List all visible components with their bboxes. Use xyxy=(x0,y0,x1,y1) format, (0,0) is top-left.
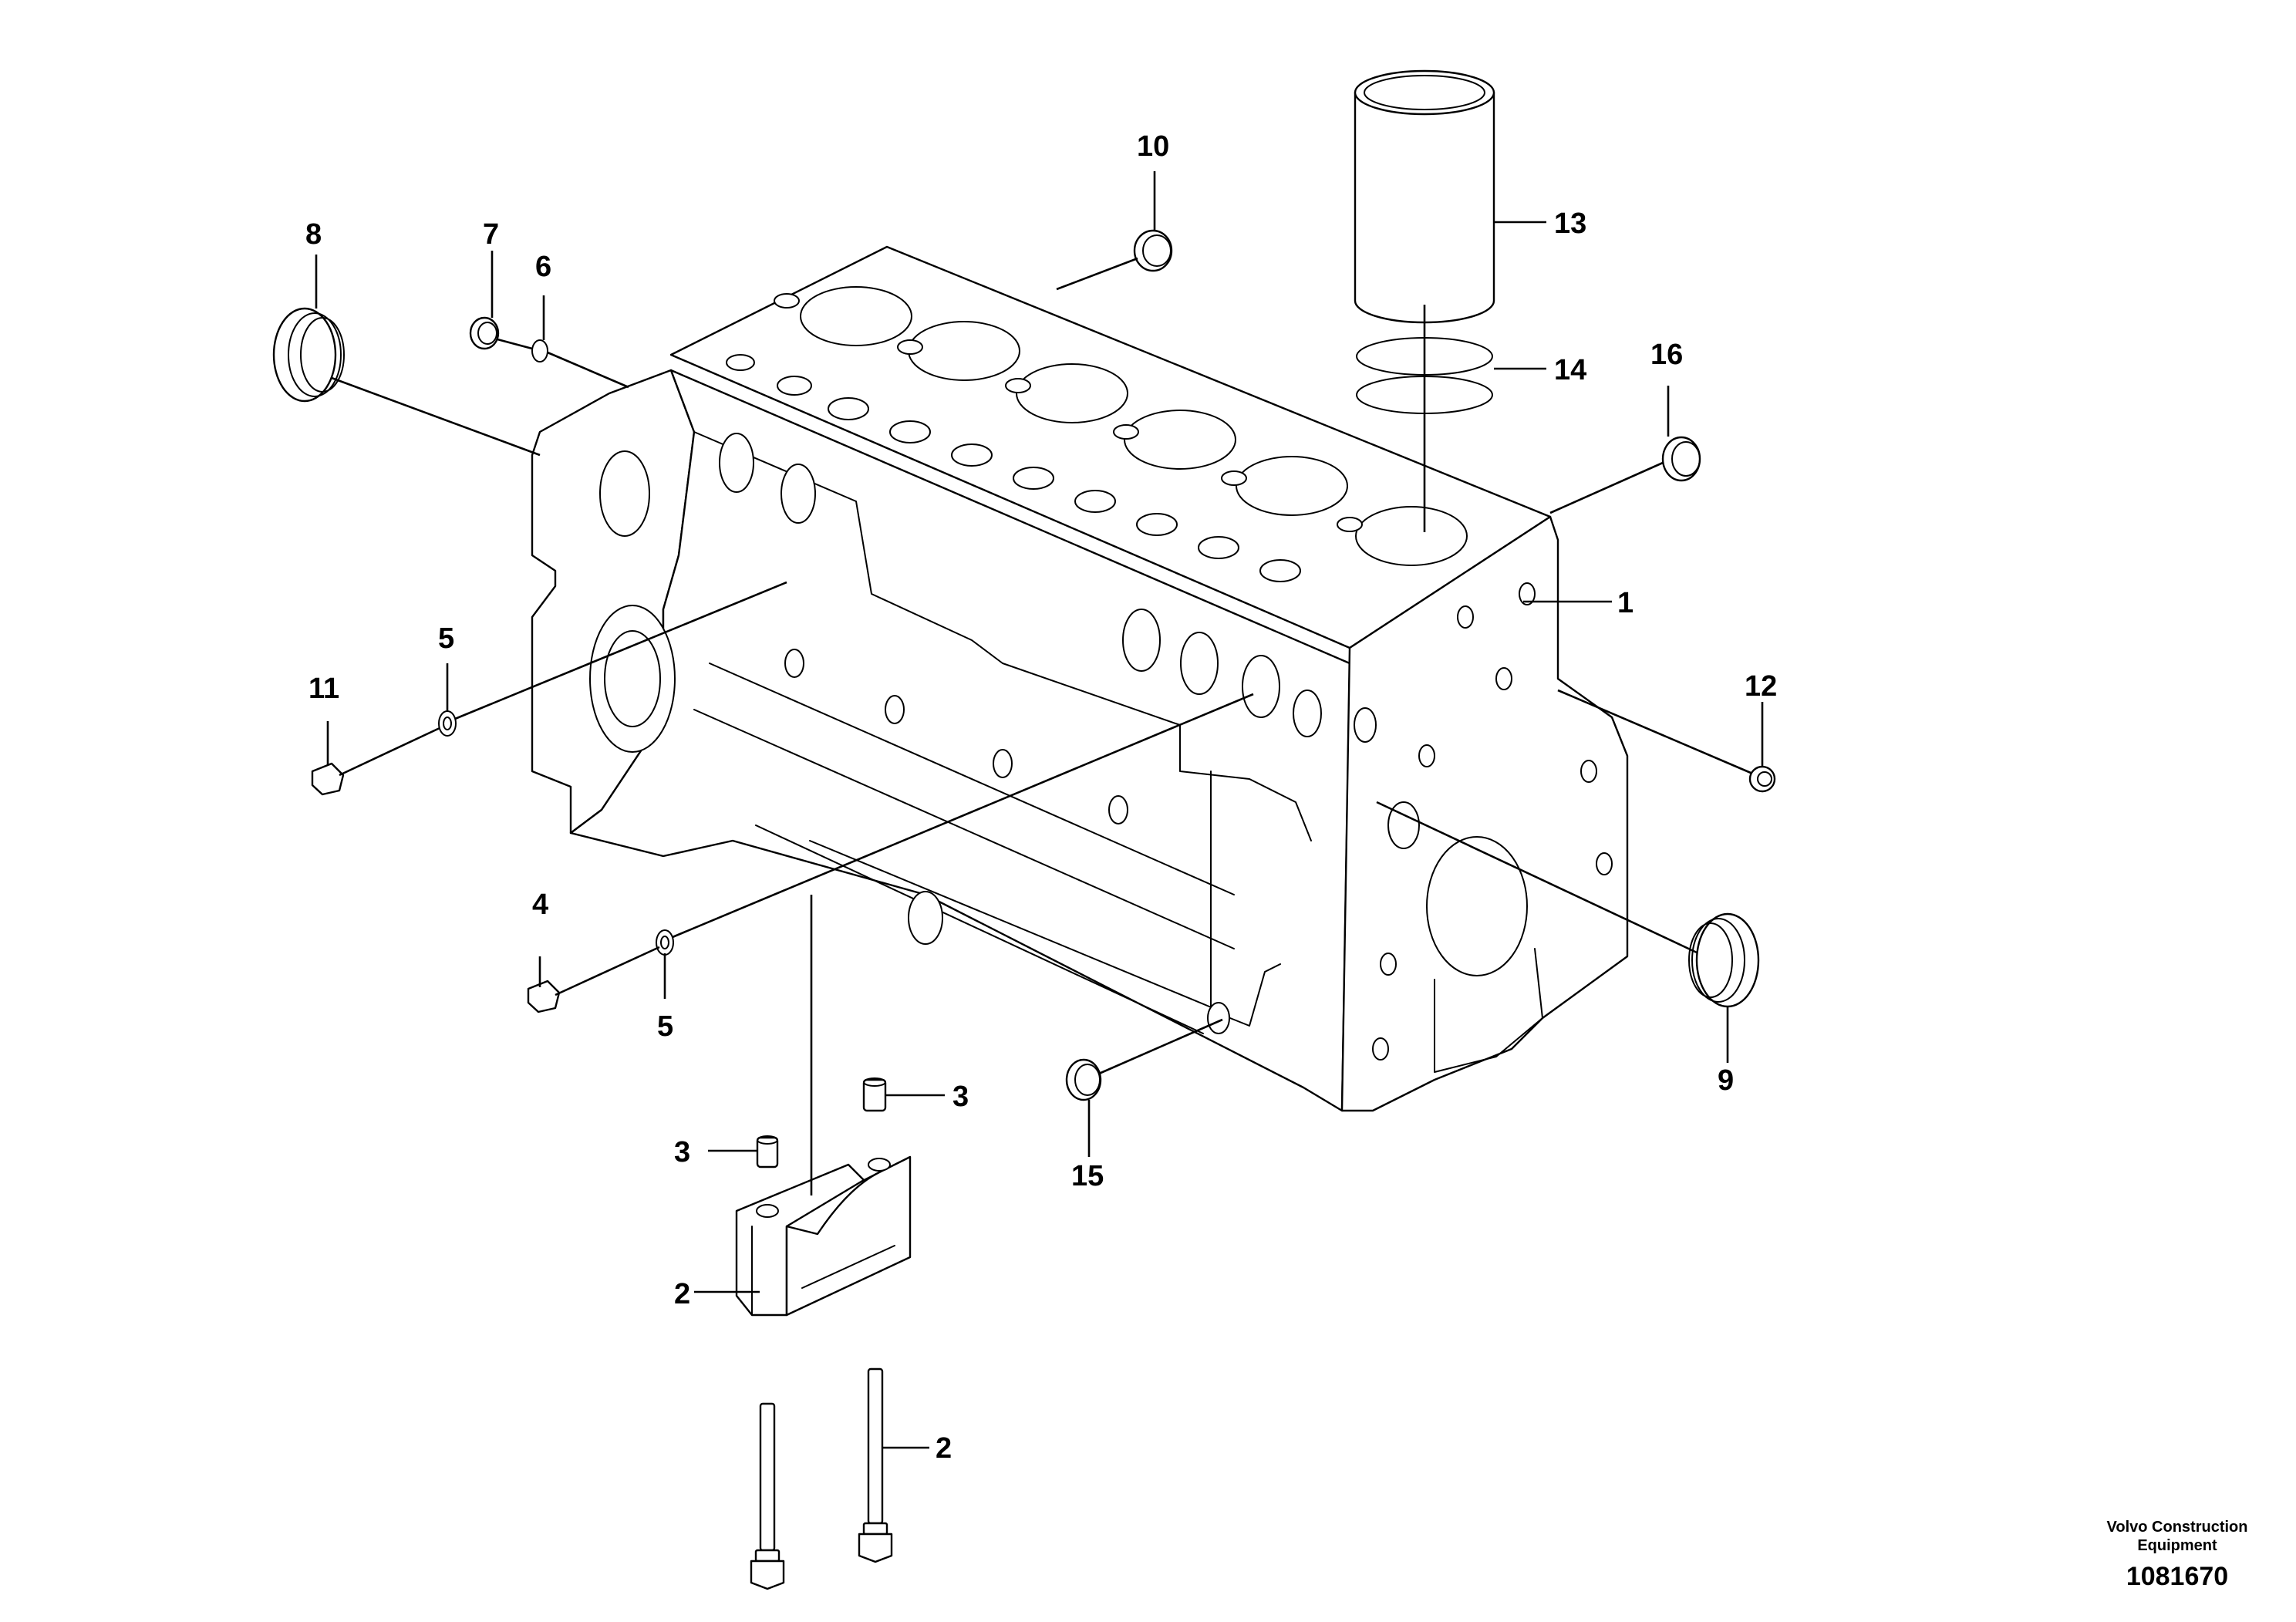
brand-line-2: Equipment xyxy=(2137,1537,2217,1554)
callout-2-right: 2 xyxy=(936,1432,952,1465)
washer-5-upper xyxy=(438,710,457,737)
core-plug-10 xyxy=(1133,229,1173,272)
cylinder-block xyxy=(531,245,1629,1112)
callout-7: 7 xyxy=(483,218,499,251)
core-plug-15 xyxy=(1065,1058,1102,1101)
callout-4: 4 xyxy=(532,889,548,921)
callout-5-upper: 5 xyxy=(438,622,454,655)
plug-4 xyxy=(527,980,561,1013)
bolt-2-right xyxy=(858,1367,893,1563)
leader-lines xyxy=(315,171,1764,1449)
dowel-3-left xyxy=(756,1135,779,1168)
washer-6 xyxy=(531,339,548,363)
callout-13: 13 xyxy=(1554,207,1586,240)
callout-8: 8 xyxy=(305,218,322,251)
callout-labels: 1 2 2 3 3 4 5 5 6 7 8 9 10 11 12 13 14 1… xyxy=(305,130,1777,1465)
plug-7 xyxy=(469,316,500,350)
brand-line-1: Volvo Construction xyxy=(2107,1519,2248,1536)
main-bearing-cap xyxy=(735,1155,912,1317)
dowel-3-right xyxy=(862,1077,887,1112)
callout-12: 12 xyxy=(1745,670,1777,703)
callout-14: 14 xyxy=(1554,354,1586,386)
callout-11: 11 xyxy=(308,673,339,705)
callout-9: 9 xyxy=(1718,1064,1734,1097)
bolt-2-left xyxy=(750,1402,785,1590)
plug-12 xyxy=(1748,765,1776,793)
callout-10: 10 xyxy=(1137,130,1169,163)
callout-2-left: 2 xyxy=(674,1278,690,1310)
callout-16: 16 xyxy=(1650,339,1683,371)
plug-11 xyxy=(311,762,345,796)
drawing-number: 1081670 xyxy=(2126,1562,2228,1591)
callout-1: 1 xyxy=(1617,587,1633,619)
washer-5-lower xyxy=(656,929,674,956)
callout-6: 6 xyxy=(535,251,551,283)
callout-3-left: 3 xyxy=(674,1136,690,1168)
core-plug-16 xyxy=(1661,436,1701,482)
expansion-plug-9 xyxy=(1688,912,1760,1008)
callout-15: 15 xyxy=(1071,1160,1104,1192)
cylinder-liner xyxy=(1354,69,1495,324)
callout-3-right: 3 xyxy=(952,1081,969,1113)
footer: Volvo Construction Equipment 1081670 xyxy=(2107,1519,2248,1591)
expansion-plug-8 xyxy=(272,307,345,403)
callout-5-lower: 5 xyxy=(657,1010,673,1043)
